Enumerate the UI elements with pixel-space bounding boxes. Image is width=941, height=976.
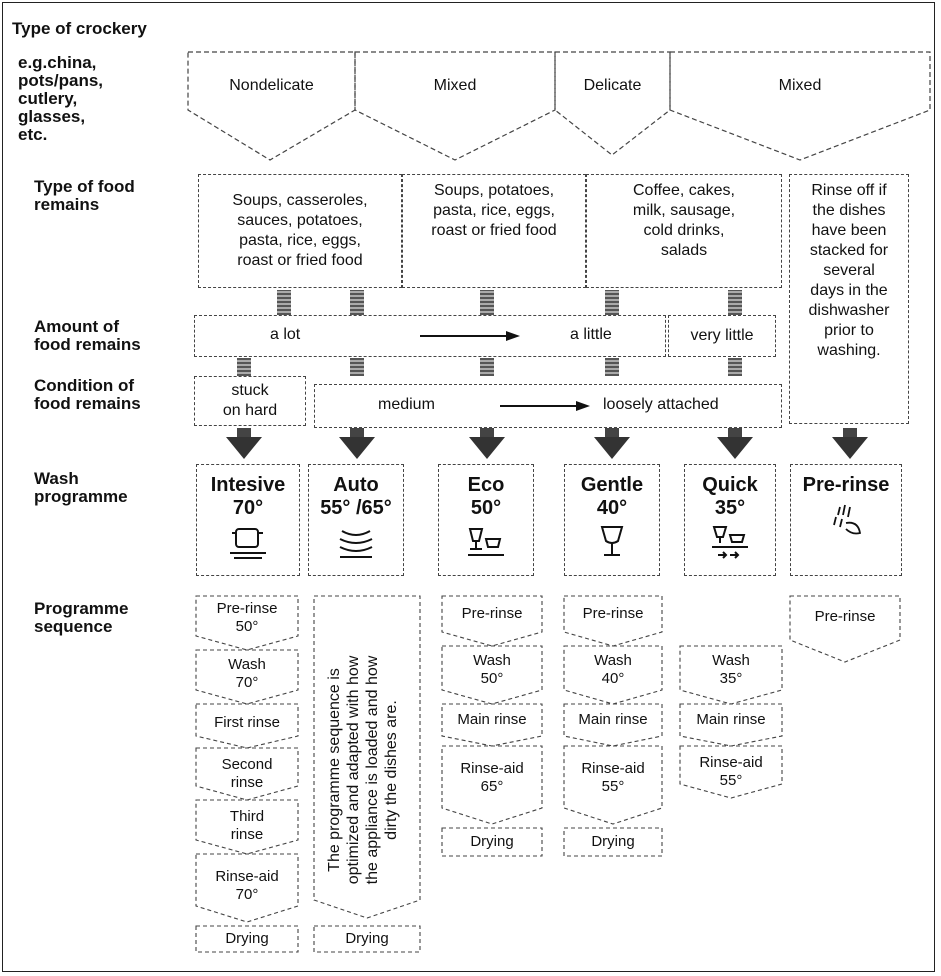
seq-intesive-step: Third rinse	[229, 808, 265, 843]
crockery-mixed-2: Mixed	[778, 77, 822, 94]
programme-temp: 55° /65°	[320, 497, 392, 519]
seq-quick-step: Wash 35°	[712, 652, 750, 687]
seq-auto-note: The programme sequence is optimized and …	[326, 655, 400, 885]
programme-temp: 35°	[714, 497, 746, 519]
programme-auto[interactable]: Auto 55° /65°	[308, 464, 404, 576]
programme-intesive[interactable]: Intesive 70°	[196, 464, 300, 576]
rinse-hand-icon	[833, 504, 862, 535]
condition-stuck: stuck on hard	[194, 376, 306, 426]
seq-intesive-step: Drying	[225, 930, 269, 947]
connector	[728, 358, 742, 376]
seq-eco-step: Main rinse	[457, 711, 527, 728]
food-remains-label: Type of food remains	[34, 177, 135, 214]
sequence-label: Programme sequence	[34, 599, 129, 636]
seq-intesive-step: Pre-rinse 50°	[216, 600, 278, 635]
seq-intesive-step: Rinse-aid 70°	[215, 868, 279, 903]
programme-name: Auto	[333, 474, 379, 496]
programme-name: Pre-rinse	[802, 474, 890, 496]
quick-glass-cup-icon	[712, 526, 748, 559]
stacked-plates-icon	[339, 530, 373, 558]
amount-very-little: very little	[668, 315, 776, 357]
programme-name: Quick	[702, 474, 758, 496]
wine-glass-icon	[600, 526, 624, 556]
seq-eco-step: Wash 50°	[473, 652, 511, 687]
amount-label: Amount of food remains	[34, 317, 141, 354]
condition-arrow	[500, 401, 590, 411]
arrow-stem	[480, 428, 494, 438]
seq-eco-step: Drying	[470, 833, 514, 850]
seq-intesive-step: Second rinse	[221, 756, 273, 791]
programme-name: Intesive	[210, 474, 286, 496]
connector	[480, 290, 494, 315]
seq-gentle-step: Rinse-aid 55°	[581, 760, 645, 795]
arrow-stem	[605, 428, 619, 438]
seq-intesive-step: First rinse	[214, 714, 280, 731]
down-arrow-icon	[339, 437, 375, 459]
condition-from: medium	[378, 396, 435, 413]
connector	[728, 290, 742, 315]
seq-quick-step: Rinse-aid 55°	[699, 754, 763, 789]
programme-temp: 70°	[232, 497, 264, 519]
programme-name: Eco	[467, 474, 505, 496]
seq-quick-step: Main rinse	[696, 711, 766, 728]
down-arrow-icon	[469, 437, 505, 459]
crockery-delicate: Delicate	[583, 77, 642, 94]
connector	[350, 290, 364, 315]
seq-auto-drying: Drying	[345, 930, 389, 947]
seq-gentle-step: Main rinse	[578, 711, 648, 728]
seq-intesive-step: Wash 70°	[228, 656, 266, 691]
connector	[605, 358, 619, 376]
arrow-stem	[237, 428, 251, 438]
condition-label: Condition of food remains	[34, 376, 141, 413]
down-arrow-icon	[594, 437, 630, 459]
seq-gentle-step: Wash 40°	[594, 652, 632, 687]
connector	[350, 358, 364, 376]
programme-name: Gentle	[580, 474, 644, 496]
food-prerinse-note: Rinse off if the dishes have been stacke…	[789, 174, 909, 424]
glass-cup-icon	[468, 528, 504, 556]
condition-to: loosely attached	[603, 396, 719, 413]
down-arrow-icon	[226, 437, 262, 459]
down-arrow-icon	[717, 437, 753, 459]
food-nondelicate: Soups, casseroles, sauces, potatoes, pas…	[198, 174, 402, 288]
connector	[480, 358, 494, 376]
food-delicate: Coffee, cakes, milk, sausage, cold drink…	[586, 174, 782, 288]
programme-prerinse[interactable]: Pre-rinse	[790, 464, 902, 576]
arrow-stem	[350, 428, 364, 438]
crockery-examples: e.g.china, pots/pans, cutlery, glasses, …	[18, 53, 104, 144]
wash-programme-label: Wash programme	[34, 469, 128, 506]
connector	[277, 290, 291, 315]
seq-eco-step: Rinse-aid 65°	[460, 760, 524, 795]
crockery-mixed-1: Mixed	[433, 77, 477, 94]
pot-icon	[230, 528, 266, 559]
down-arrow-icon	[832, 437, 868, 459]
amount-to: a little	[570, 326, 612, 343]
amount-arrow	[420, 331, 520, 341]
food-mixed: Soups, potatoes, pasta, rice, eggs, roas…	[402, 174, 586, 288]
connector	[237, 358, 251, 376]
seq-prerinse-step: Pre-rinse	[814, 608, 876, 625]
programme-temp: 50°	[470, 497, 502, 519]
programme-gentle[interactable]: Gentle 40°	[564, 464, 660, 576]
crockery-title: Type of crockery	[12, 19, 147, 38]
seq-gentle-step: Drying	[591, 833, 635, 850]
programme-eco[interactable]: Eco 50°	[438, 464, 534, 576]
amount-from: a lot	[270, 326, 301, 343]
arrow-stem	[843, 428, 857, 438]
crockery-nondelicate: Nondelicate	[229, 77, 314, 94]
seq-eco-step: Pre-rinse	[461, 605, 523, 622]
seq-gentle-step: Pre-rinse	[582, 605, 644, 622]
programme-temp: 40°	[596, 497, 628, 519]
arrow-stem	[728, 428, 742, 438]
connector	[605, 290, 619, 315]
programme-quick[interactable]: Quick 35°	[684, 464, 776, 576]
